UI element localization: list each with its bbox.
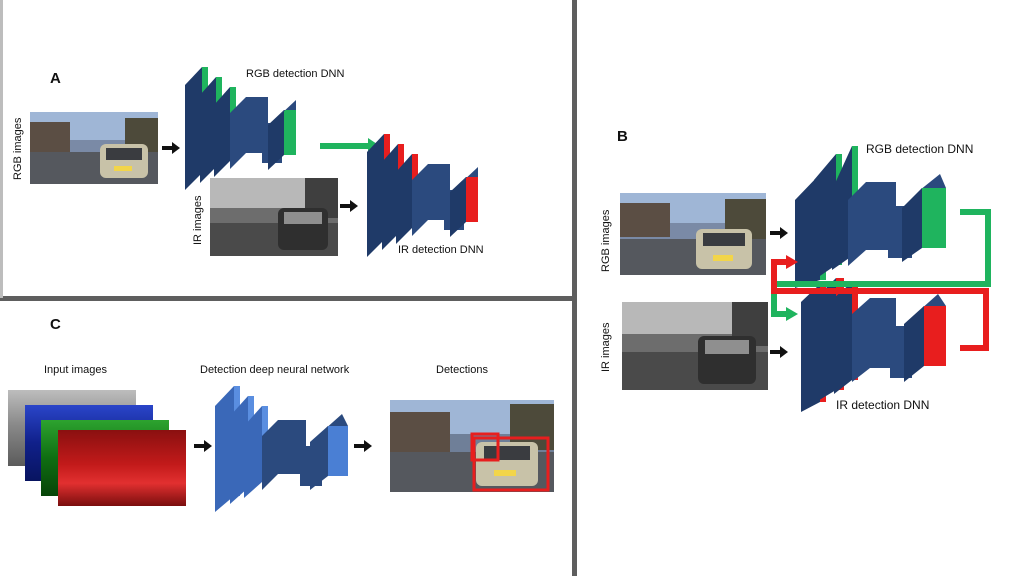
green-arrow-icon: [320, 138, 380, 154]
panel-b-ir-net-label: IR detection DNN: [836, 398, 930, 412]
c-net-layers: [215, 386, 348, 512]
panel-b-ir-net: [801, 278, 946, 412]
panel-c-arrow-1: [194, 440, 212, 452]
right-arrow-icon: [194, 440, 212, 452]
panel-b-arrow-rgb: [770, 227, 788, 239]
panel-c-arrow-2: [354, 440, 372, 452]
detection-box-small: [470, 432, 500, 462]
red-arrow-icon: [786, 255, 798, 269]
b-ir-net-layers: [801, 278, 946, 412]
panel-a-arrow-2: [340, 200, 358, 212]
panel-a-ir-net-label: IR detection DNN: [398, 244, 484, 256]
detection-box-large: [472, 436, 550, 492]
panel-a-green-arrow: [320, 138, 380, 154]
panel-a-letter: A: [50, 70, 61, 87]
panel-c-output-label: Detections: [436, 364, 488, 376]
panel-b-rgb-net-label: RGB detection DNN: [866, 142, 974, 156]
panel-a-rgb-photo: [30, 112, 158, 184]
right-arrow-icon: [770, 227, 788, 239]
panel-b-arrow-ir: [770, 346, 788, 358]
green-feedback-line: [771, 209, 991, 317]
green-arrow-icon: [786, 307, 798, 321]
b-rgb-net-layers: [795, 146, 946, 288]
right-arrow-icon: [340, 200, 358, 212]
panel-a-arrow-1: [162, 142, 180, 154]
panel-c-detection-photo: [390, 400, 554, 492]
panel-b-letter: B: [617, 128, 628, 145]
right-arrow-icon: [354, 440, 372, 452]
rgb-net-layers: [185, 67, 296, 190]
input-channel-red: [58, 430, 186, 506]
panel-a-ir-photo: [210, 178, 338, 256]
panel-c-net: [215, 386, 348, 512]
ir-net-layers: [367, 134, 478, 257]
panel-c-input-label: Input images: [44, 364, 107, 376]
red-feedback-line: [771, 259, 989, 351]
horizontal-divider: [0, 296, 574, 301]
panel-a-rgb-net: [185, 67, 296, 190]
top-left-border: [0, 0, 3, 298]
right-arrow-icon: [162, 142, 180, 154]
panel-a-ir-net: [367, 134, 478, 257]
panel-b-rgb-photo: [620, 193, 766, 275]
panel-b-ir-photo: [622, 302, 768, 390]
panel-c-letter: C: [50, 316, 61, 333]
vertical-divider: [572, 0, 577, 576]
right-arrow-icon: [770, 346, 788, 358]
panel-c-net-label: Detection deep neural network: [200, 364, 350, 376]
panel-a-rgb-net-label: RGB detection DNN: [246, 68, 345, 80]
panel-b-rgb-net: [795, 146, 946, 288]
